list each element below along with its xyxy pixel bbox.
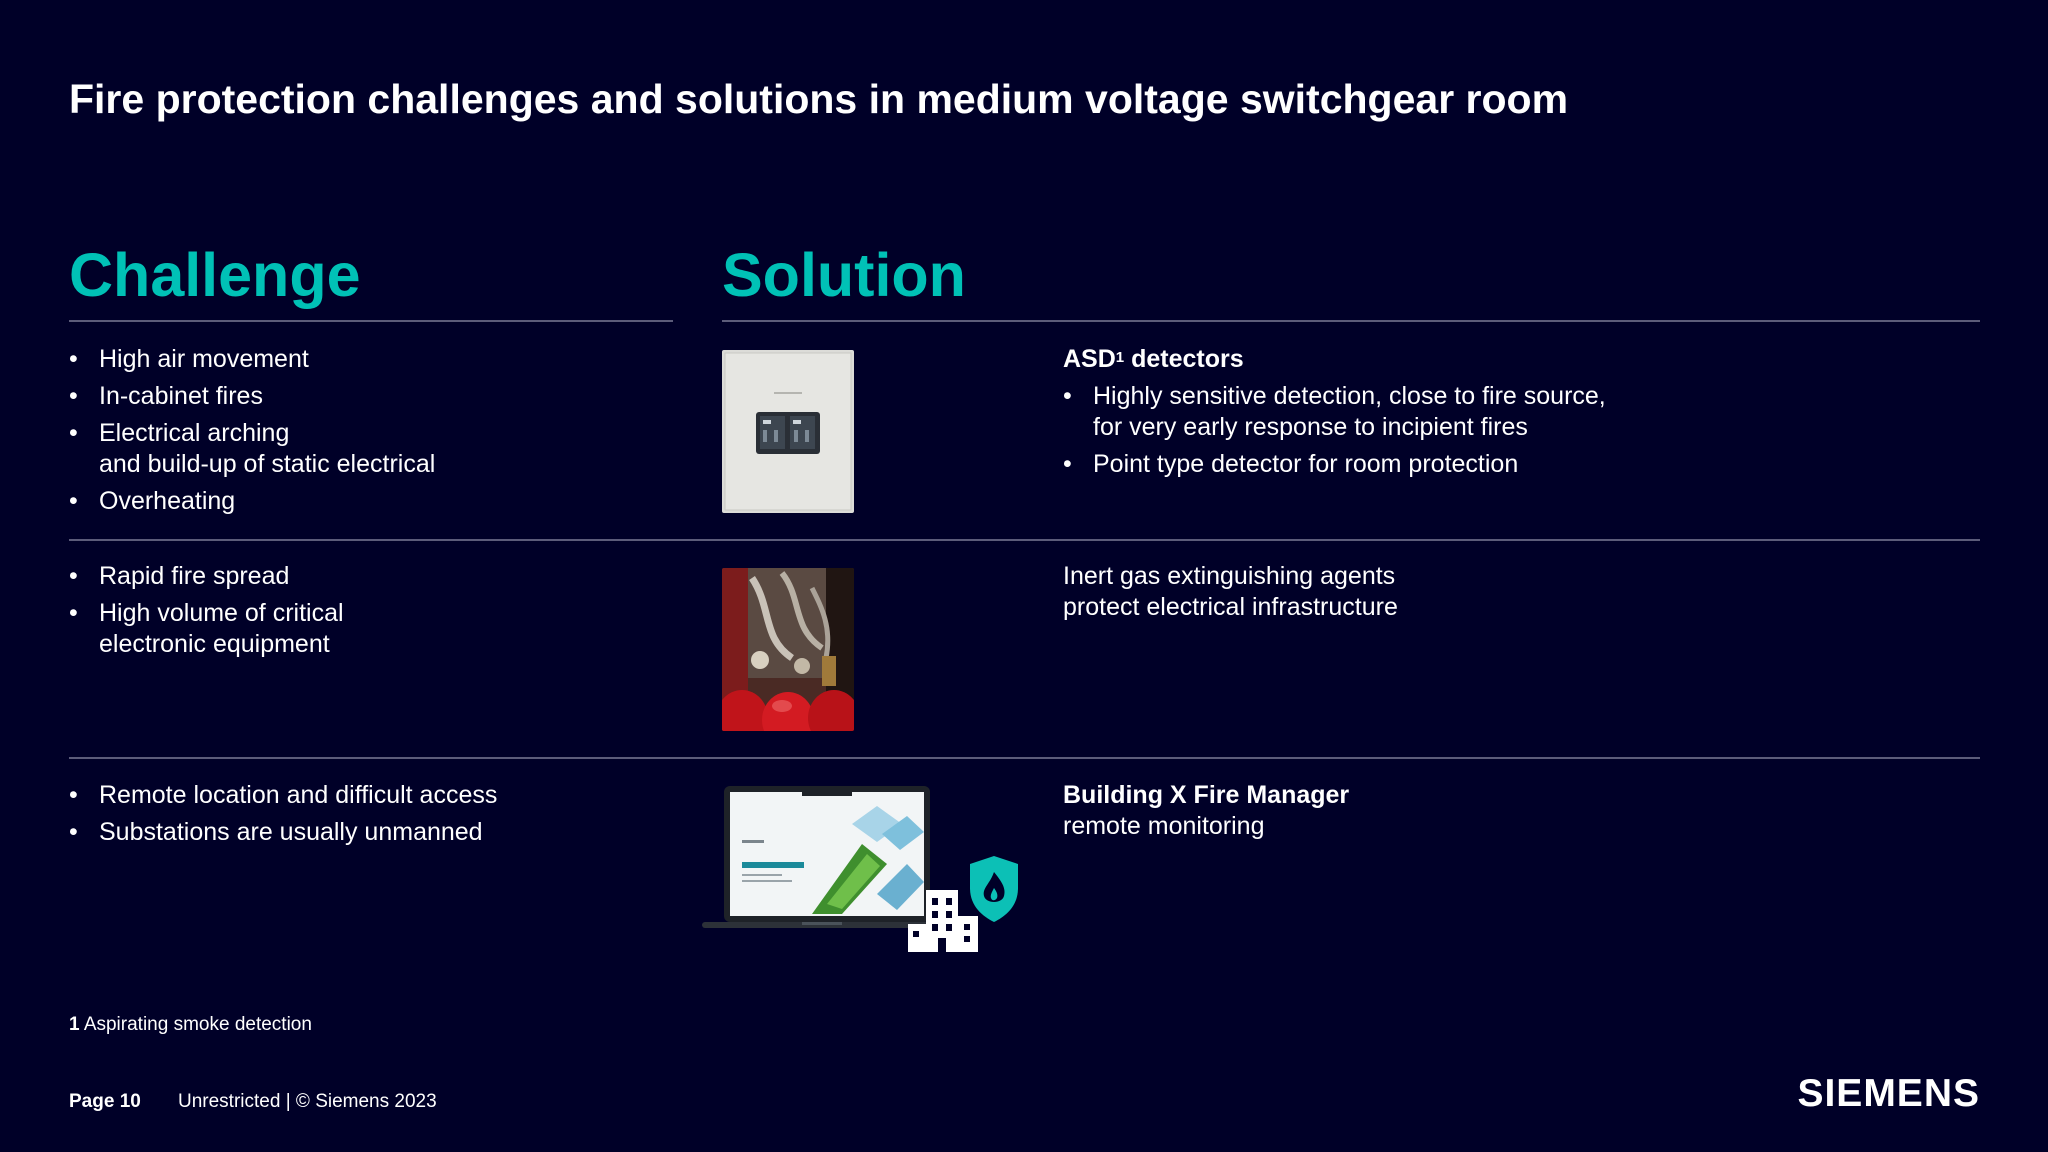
footnote: 1 Aspirating smoke detection bbox=[69, 1014, 312, 1036]
building-x-title: Building X Fire Manager bbox=[1063, 781, 1350, 809]
asd-label: ASD bbox=[1063, 345, 1116, 373]
list-item: Electrical arching and build-up of stati… bbox=[69, 418, 669, 480]
solution-list-1: Highly sensitive detection, close to fir… bbox=[1063, 381, 1963, 486]
page-number: Page 10 bbox=[69, 1091, 141, 1112]
list-item: Remote location and difficult access bbox=[69, 780, 669, 811]
remote-monitoring-text: remote monitoring bbox=[1063, 812, 1265, 840]
asd-detectors-title: ASD1 detectors bbox=[1063, 344, 1244, 375]
row-divider-2 bbox=[69, 757, 1980, 759]
asd-detector-image bbox=[722, 350, 854, 513]
siemens-logo: SIEMENS bbox=[1797, 1072, 1980, 1115]
solution-heading-divider bbox=[722, 320, 1980, 322]
challenge-list-2: Rapid fire spread High volume of critica… bbox=[69, 561, 669, 666]
solution-heading: Solution bbox=[722, 241, 966, 309]
list-item: Highly sensitive detection, close to fir… bbox=[1063, 381, 1963, 443]
detectors-label: detectors bbox=[1124, 345, 1244, 373]
gas-cylinders-image bbox=[722, 568, 854, 731]
list-item: High volume of critical electronic equip… bbox=[69, 598, 669, 660]
challenge-list-1: High air movement In-cabinet fires Elect… bbox=[69, 344, 669, 523]
list-item: High air movement bbox=[69, 344, 669, 375]
challenge-heading-divider bbox=[69, 320, 673, 322]
building-x-image bbox=[702, 784, 1020, 956]
list-item: Overheating bbox=[69, 486, 669, 517]
challenge-line: Electrical arching and build-up of stati… bbox=[99, 419, 436, 478]
list-item: Substations are usually unmanned bbox=[69, 817, 669, 848]
challenge-list-3: Remote location and difficult access Sub… bbox=[69, 780, 669, 854]
classification-label: Unrestricted | © Siemens 2023 bbox=[178, 1091, 437, 1112]
footnote-text: Aspirating smoke detection bbox=[83, 1014, 312, 1035]
list-item: In-cabinet fires bbox=[69, 381, 669, 412]
row-divider-1 bbox=[69, 539, 1980, 541]
list-item: Point type detector for room protection bbox=[1063, 449, 1963, 480]
footnote-number: 1 bbox=[69, 1014, 80, 1035]
list-item: Rapid fire spread bbox=[69, 561, 669, 592]
inert-gas-text: Inert gas extinguishing agents protect e… bbox=[1063, 562, 1398, 621]
challenge-heading: Challenge bbox=[69, 241, 361, 309]
page-title: Fire protection challenges and solutions… bbox=[69, 76, 1569, 122]
footnote-ref: 1 bbox=[1115, 349, 1125, 366]
